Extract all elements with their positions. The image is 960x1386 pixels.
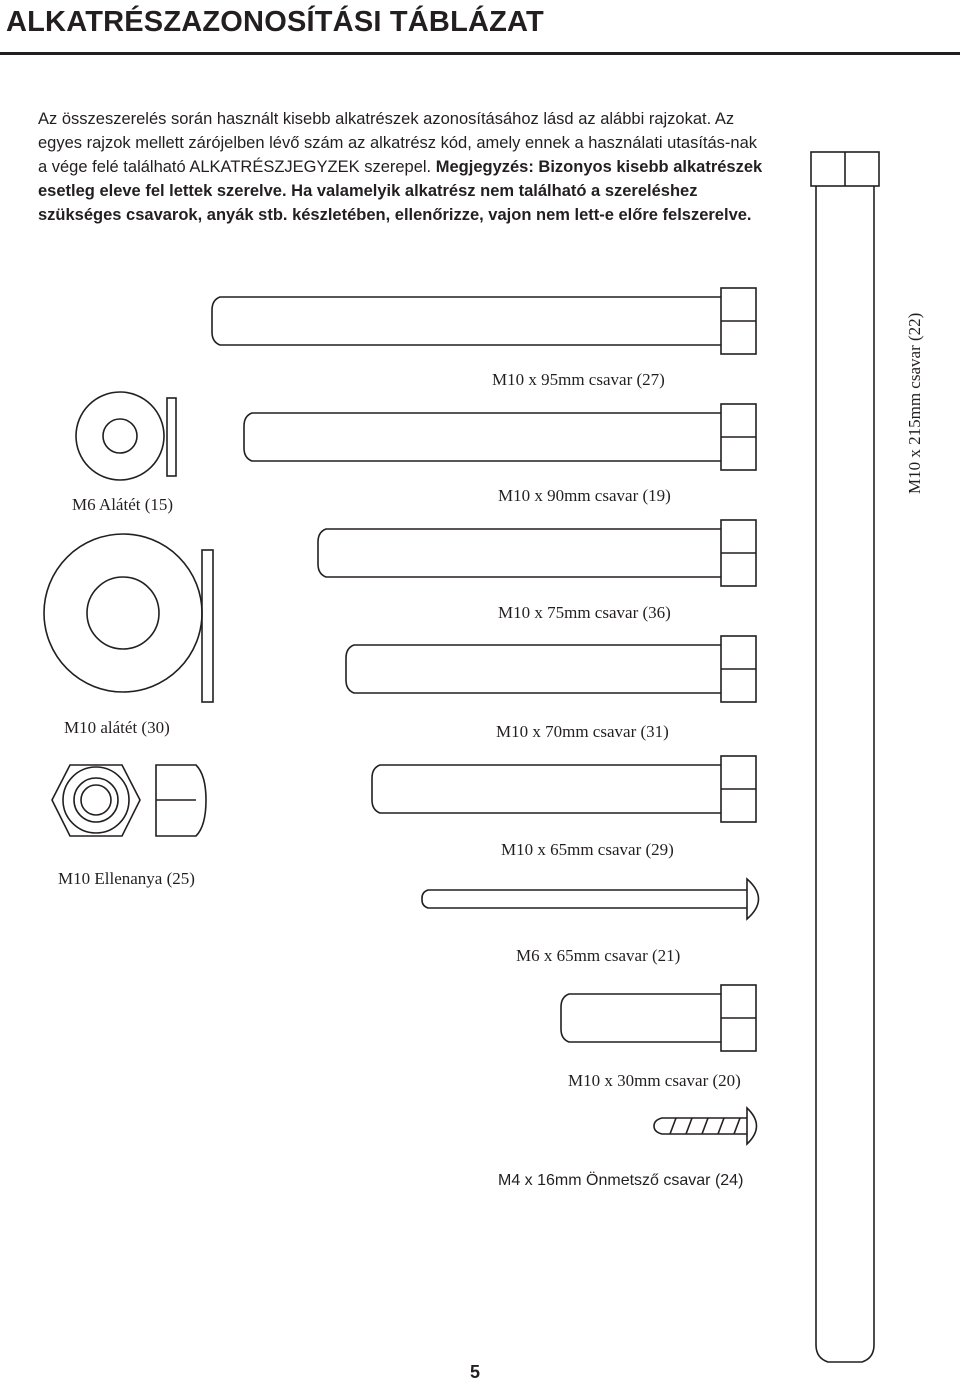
intro-note: Megjegyzés: Bizonyos kisebb alkatrészek … (38, 158, 763, 224)
bolt-m10-95-icon (211, 287, 757, 355)
label-m10-75: M10 x 75mm csavar (36) (498, 603, 671, 622)
label-m10-90: M10 x 90mm csavar (19) (498, 486, 671, 505)
label-m4-16: M4 x 16mm Önmetsző csavar (24) (498, 1172, 744, 1189)
page-number: 5 (470, 1362, 481, 1382)
bolt-m10-70-icon (345, 635, 757, 703)
label-m6-65: M6 x 65mm csavar (21) (516, 946, 681, 965)
nut-m10-icon (51, 764, 207, 837)
label-m10-30: M10 x 30mm csavar (20) (568, 1071, 741, 1090)
intro-plain: Az összeszerelés során használt kisebb a… (38, 110, 758, 176)
label-m10-215: M10 x 215mm csavar (22) (905, 312, 924, 494)
bolt-m6-65-icon (421, 877, 760, 921)
page-title: ALKATRÉSZAZONOSÍTÁSI TÁBLÁZAT (6, 6, 544, 38)
label-m10-washer: M10 alátét (30) (64, 718, 170, 737)
label-m10-95: M10 x 95mm csavar (27) (492, 370, 665, 389)
bolt-m10-65-icon (371, 755, 757, 823)
screw-m4-16-icon (653, 1106, 758, 1146)
washer-m10-icon (43, 533, 214, 703)
label-m6-washer: M6 Alátét (15) (72, 495, 174, 514)
label-m10-nut: M10 Ellenanya (25) (58, 869, 195, 888)
bolt-m10-90-icon (243, 403, 757, 471)
label-m10-65: M10 x 65mm csavar (29) (501, 840, 674, 859)
title-divider (0, 52, 960, 55)
washer-m6-icon (75, 391, 177, 481)
bolt-m10-215-icon (810, 151, 880, 1363)
intro-text: Az összeszerelés során használt kisebb a… (38, 107, 768, 227)
bolt-m10-75-icon (317, 519, 757, 587)
bolt-m10-30-icon (560, 984, 757, 1052)
label-m10-70: M10 x 70mm csavar (31) (496, 722, 669, 741)
